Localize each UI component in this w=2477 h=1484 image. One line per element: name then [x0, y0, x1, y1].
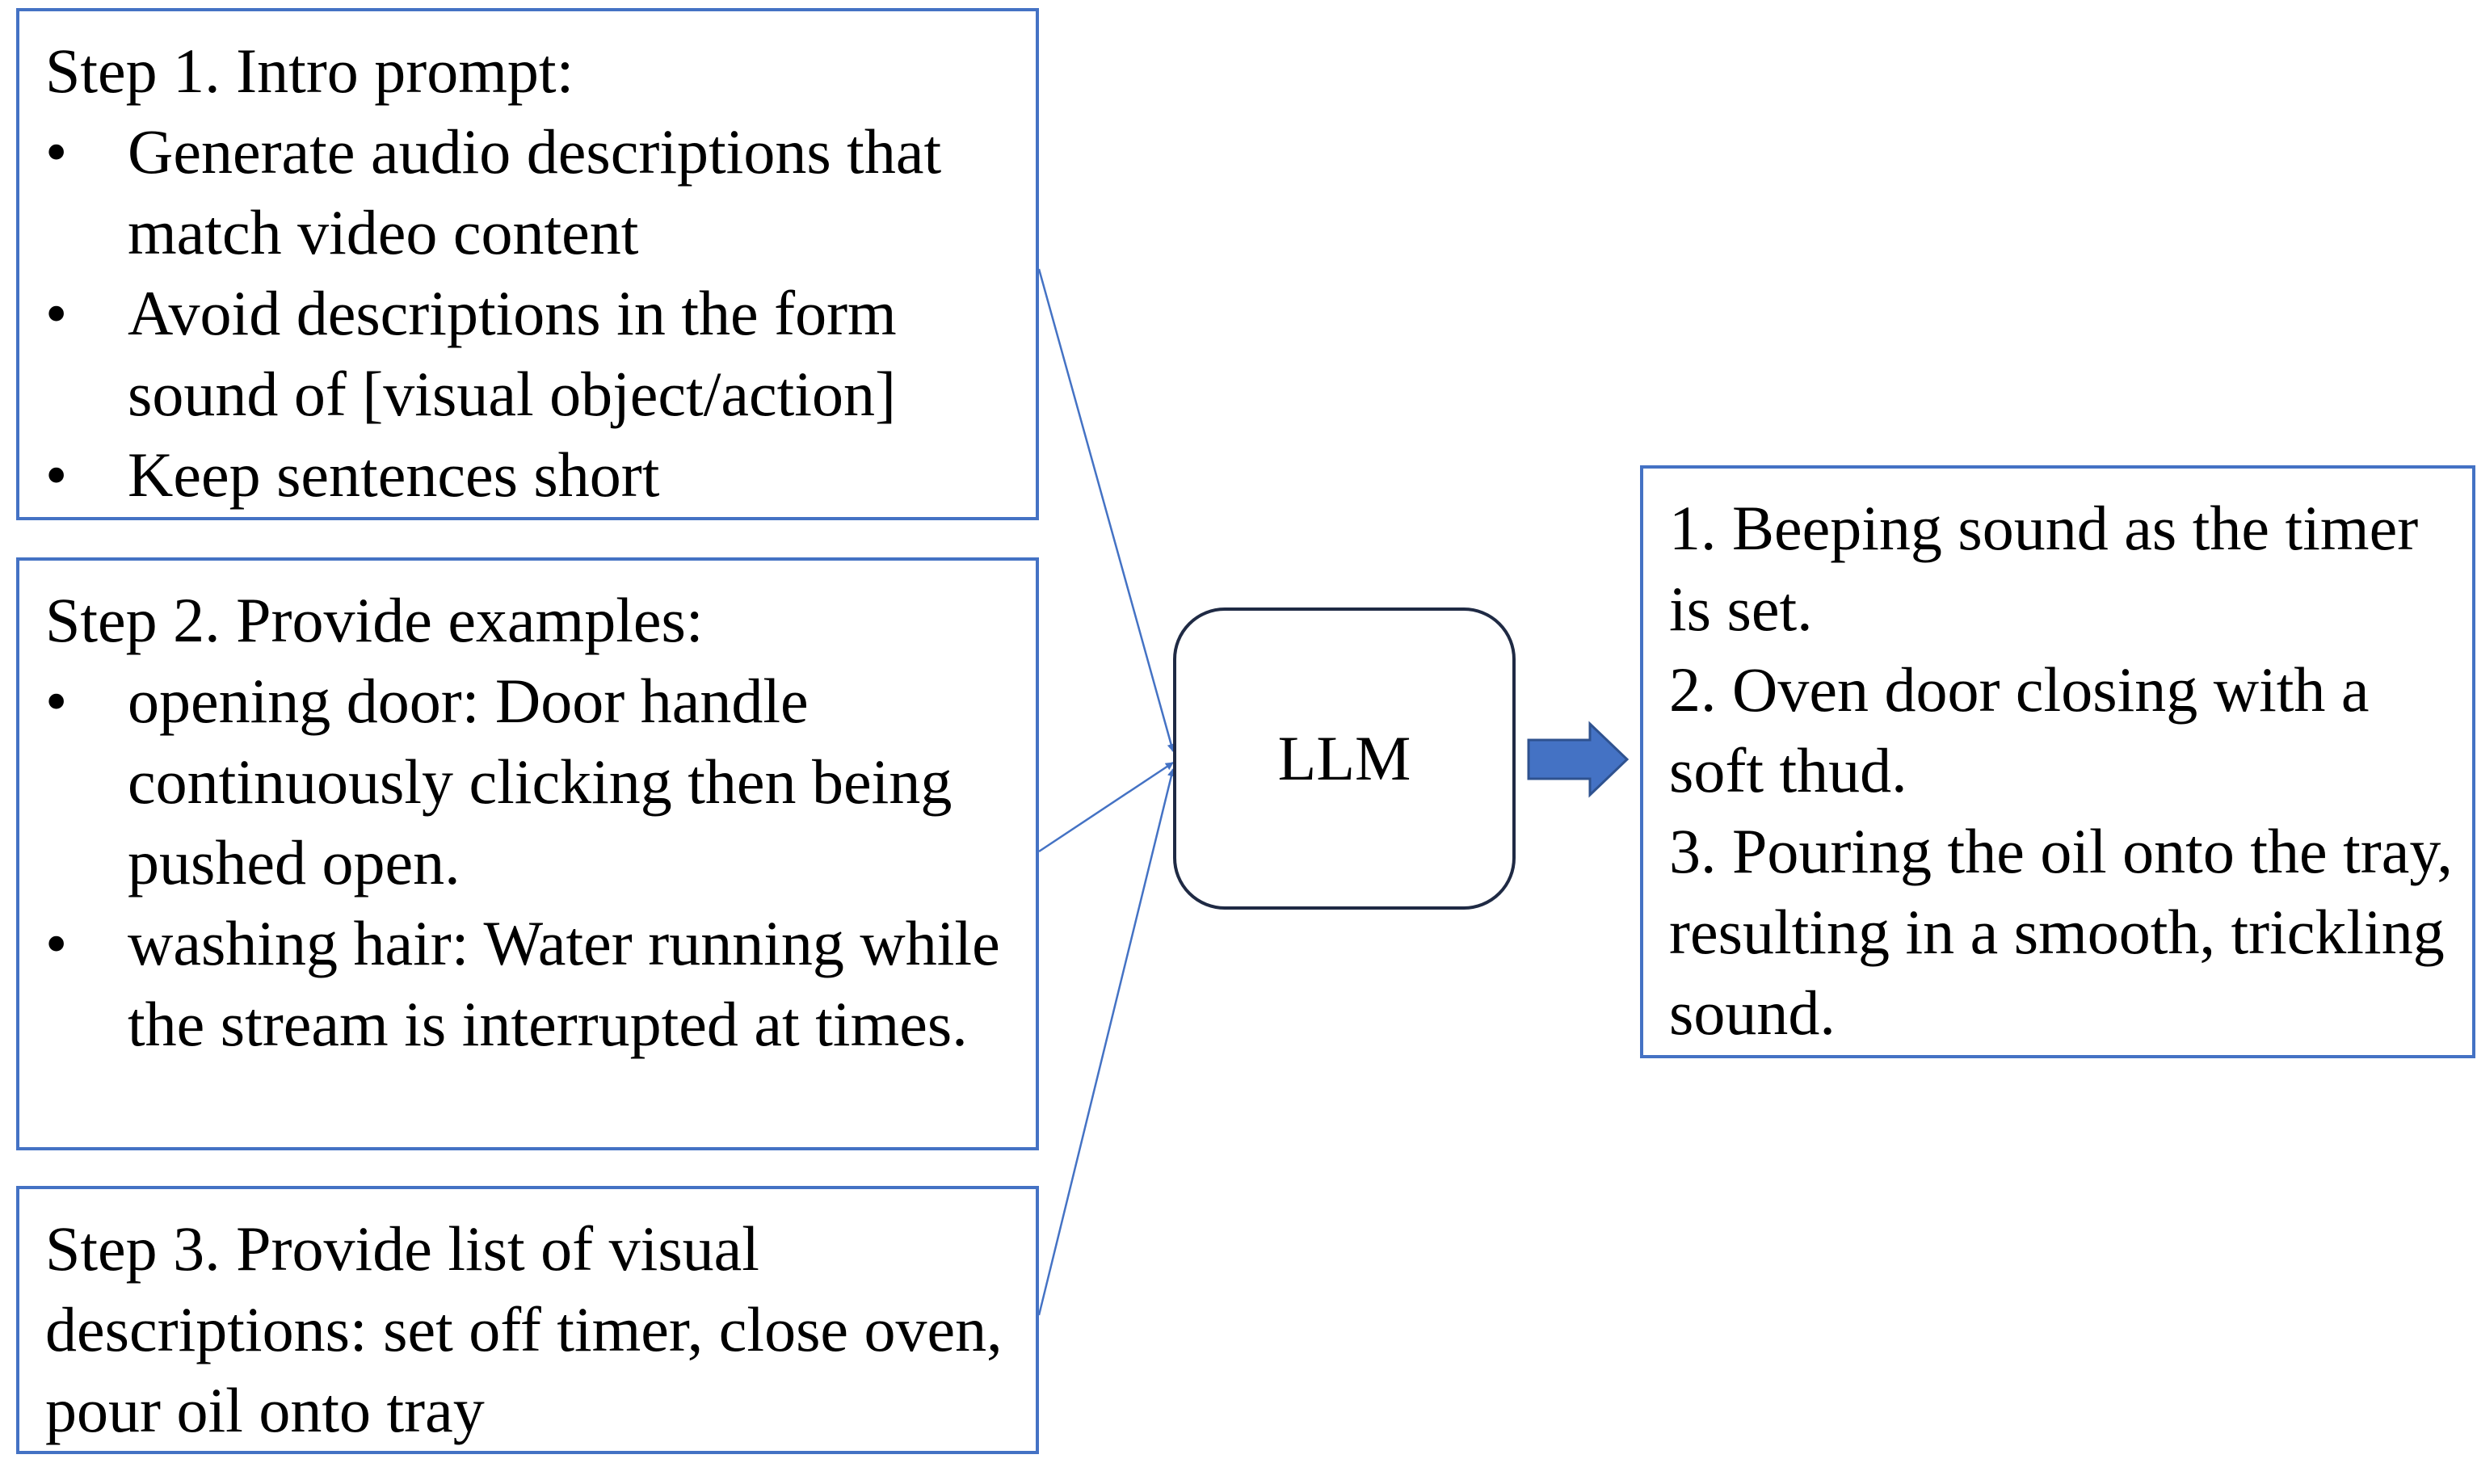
step1-bullet-text: Keep sentences short	[128, 439, 660, 510]
step2-bullet-item: • washing hair: Water running while the s…	[45, 903, 1036, 1065]
step3-text: Step 3. Provide list of visual descripti…	[45, 1213, 1003, 1445]
step1-bullet-text: Avoid descriptions in the form sound of …	[128, 278, 897, 429]
step2-bullet-text: washing hair: Water running while the st…	[128, 908, 1000, 1059]
step2-examples-box: Step 2. Provide examples: • opening door:…	[16, 557, 1039, 1150]
output-item: 1. Beeping sound as the timer is set.	[1669, 493, 2419, 644]
step1-intro-prompt-box: Step 1. Intro prompt: • Generate audio de…	[16, 8, 1039, 520]
llm-label: LLM	[1277, 723, 1411, 793]
block-arrow-right-icon	[1527, 721, 1630, 798]
bullet-dot-icon: •	[45, 439, 68, 510]
step2-bullet-list: • opening door: Door handle continuously …	[45, 661, 1036, 1065]
step1-bullet-item: • Avoid descriptions in the form sound of…	[45, 273, 1036, 435]
output-list: 1. Beeping sound as the timer is set. 2.…	[1669, 488, 2472, 1053]
step1-bullet-item: • Generate audio descriptions that match …	[45, 111, 1036, 273]
step1-bullet-item: • Keep sentences short	[45, 435, 1036, 515]
bullet-dot-icon: •	[45, 666, 68, 736]
llm-node: LLM	[1173, 607, 1516, 910]
connector-step3-to-llm	[1037, 768, 1175, 1316]
step2-heading: Step 2. Provide examples:	[45, 585, 704, 655]
step1-bullet-text: Generate audio descriptions that match v…	[128, 116, 942, 267]
output-audio-descriptions-box: 1. Beeping sound as the timer is set. 2.…	[1640, 465, 2475, 1058]
bullet-dot-icon: •	[45, 116, 68, 187]
output-item: 2. Oven door closing with a soft thud.	[1669, 654, 2370, 805]
connector-step2-to-llm	[1038, 761, 1174, 853]
step1-heading: Step 1. Intro prompt:	[45, 36, 574, 106]
output-item: 3. Pouring the oil onto the tray, result…	[1669, 816, 2453, 1048]
bullet-dot-icon: •	[45, 908, 68, 978]
step3-visual-descriptions-box: Step 3. Provide list of visual descripti…	[16, 1186, 1039, 1454]
step1-bullet-list: • Generate audio descriptions that match …	[45, 111, 1036, 515]
bullet-dot-icon: •	[45, 278, 68, 348]
step2-bullet-item: • opening door: Door handle continuously …	[45, 661, 1036, 903]
connector-step1-to-llm	[1037, 268, 1175, 752]
step2-bullet-text: opening door: Door handle continuously c…	[128, 666, 953, 898]
